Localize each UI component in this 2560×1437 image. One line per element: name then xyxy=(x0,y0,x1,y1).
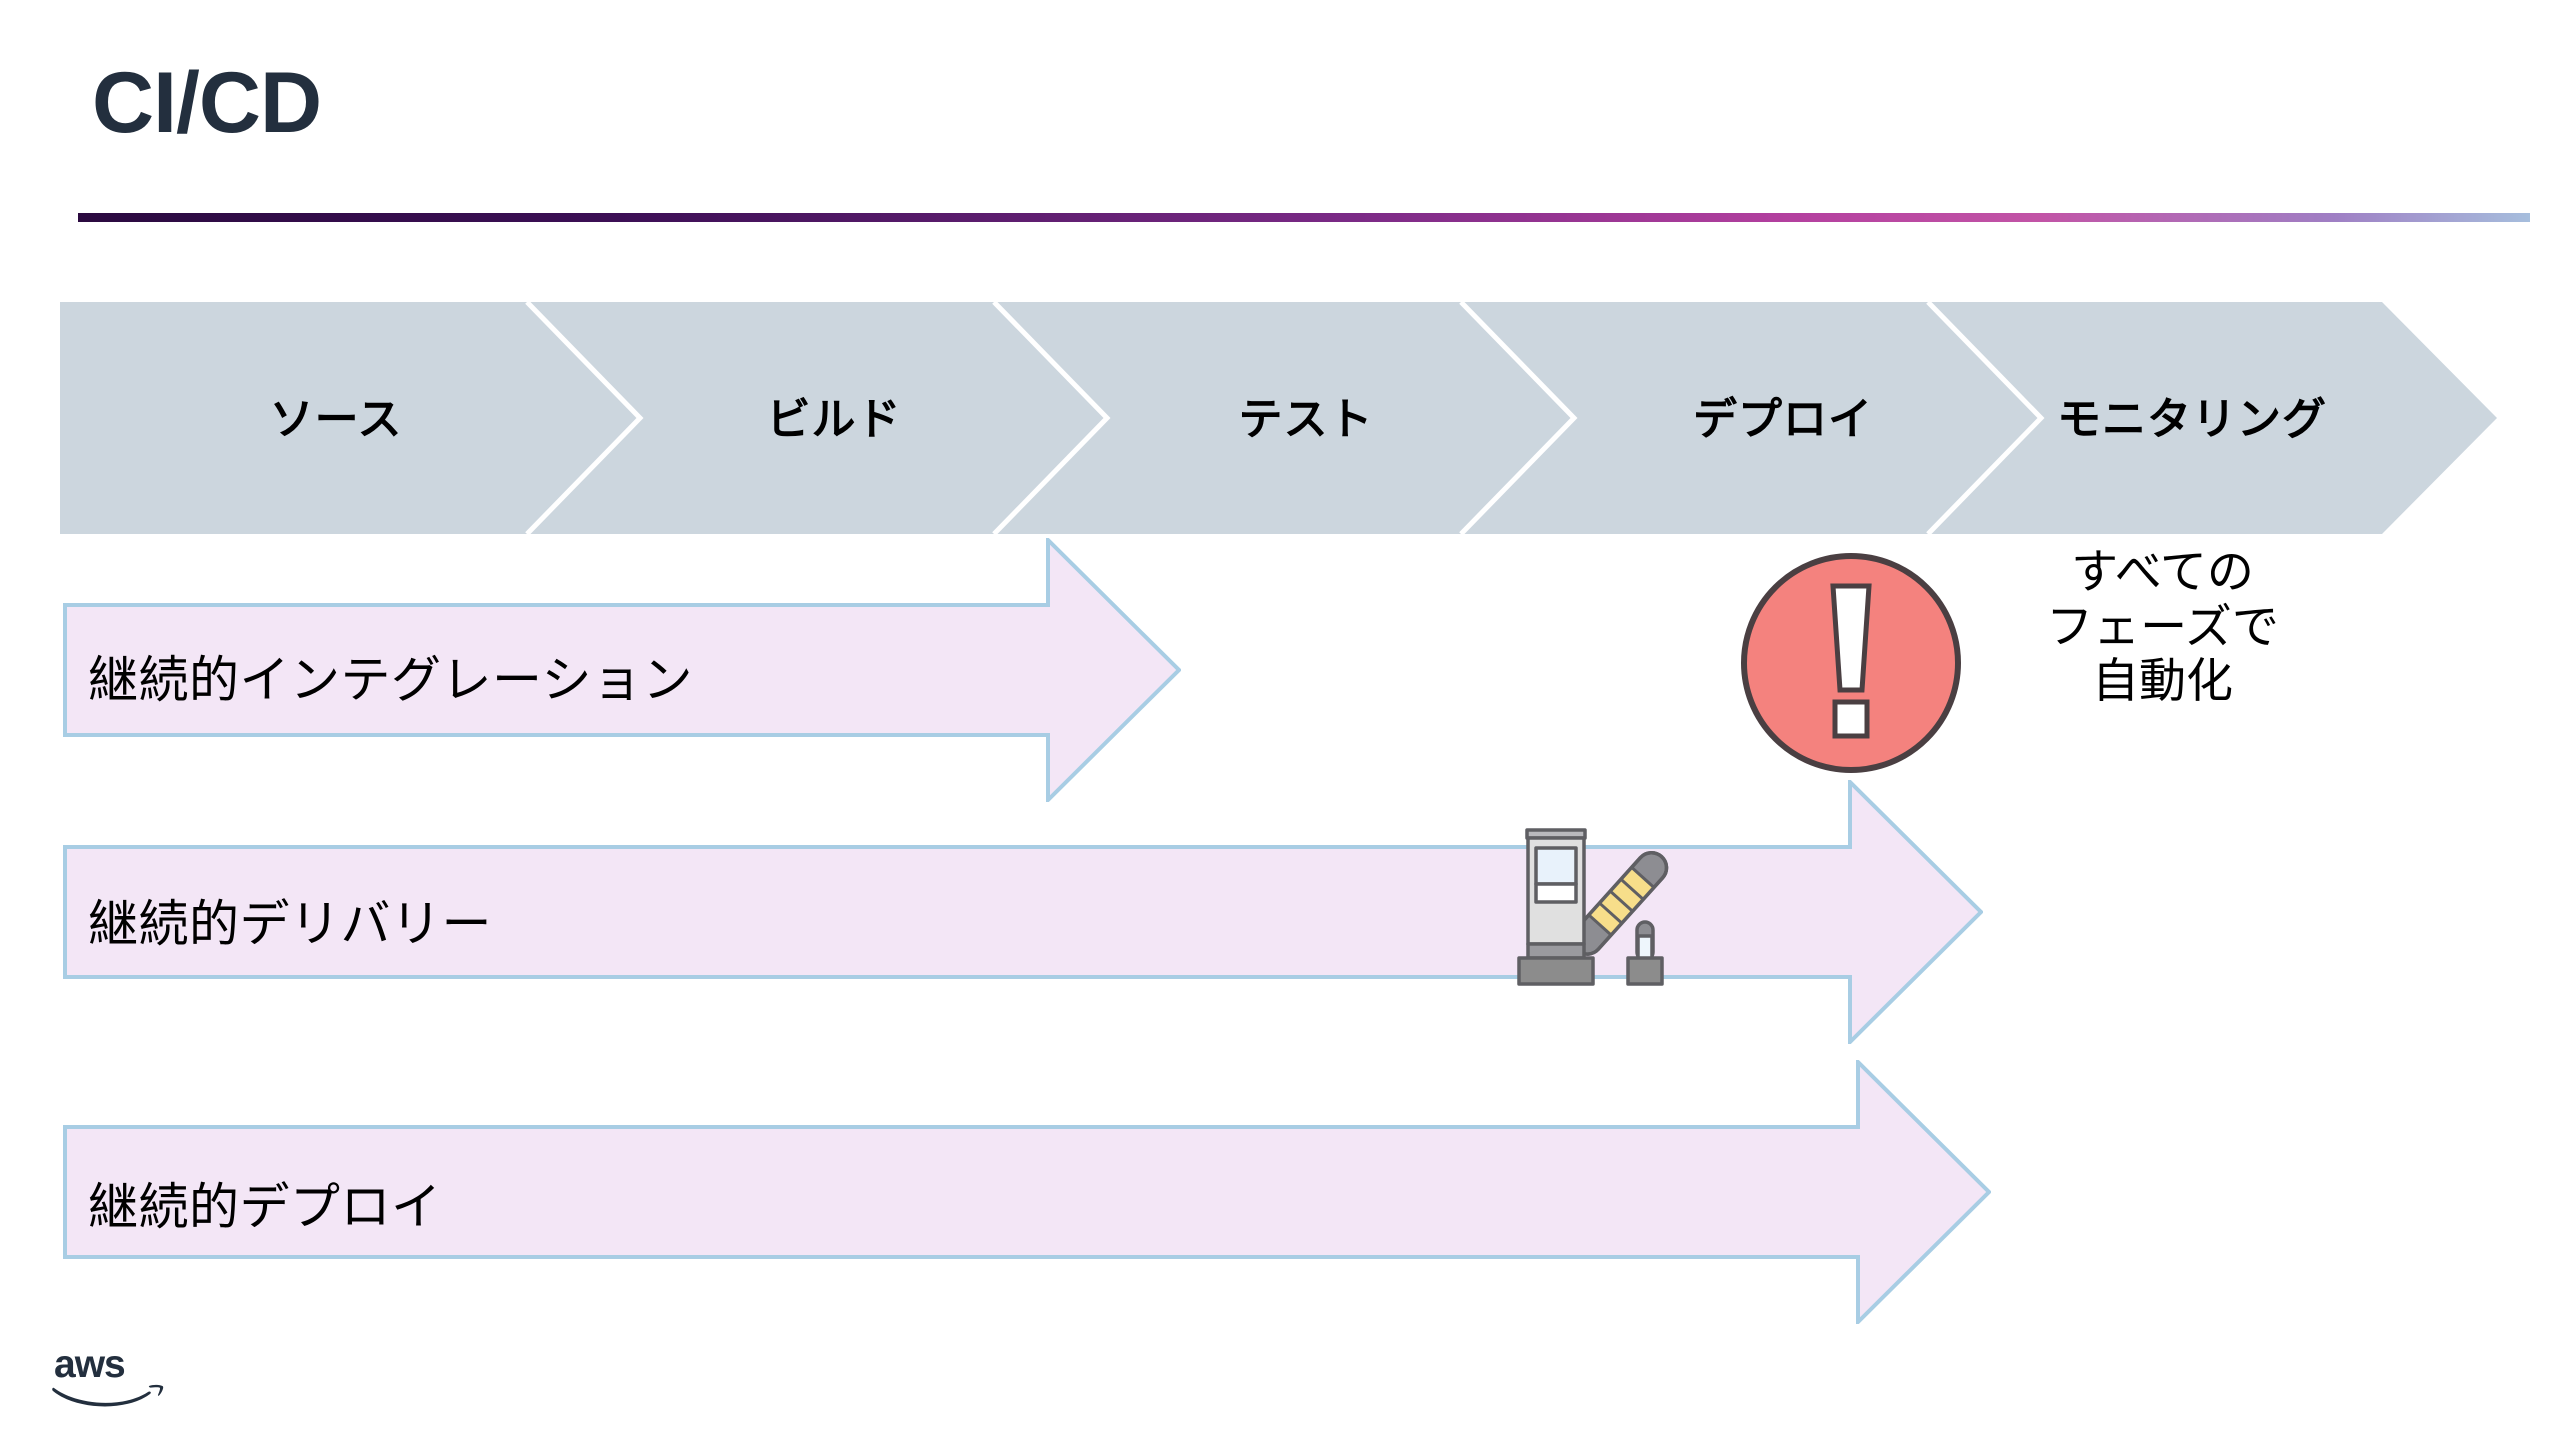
exclamation-circle-icon xyxy=(1738,550,1964,776)
phase-label-monitoring: モニタリング xyxy=(2057,395,2327,444)
page-title: CI/CD xyxy=(92,55,322,151)
aws-logo: aws xyxy=(48,1340,178,1410)
phase-label-deploy: デプロイ xyxy=(1693,395,1873,444)
phase-label-source: ソース xyxy=(269,395,403,444)
toll-gate-icon xyxy=(1512,822,1712,1028)
pipeline-phase-bar xyxy=(60,302,2497,534)
callout-line-1: すべての xyxy=(2071,545,2254,598)
callout-text: すべての フェーズで 自動化 xyxy=(1990,545,2335,709)
flow-arrow-continuous-delivery xyxy=(63,780,1983,1044)
callout-line-2: フェーズで xyxy=(2046,599,2279,653)
callout-line-3: 自動化 xyxy=(2092,654,2233,708)
flow-label-continuous-integration: 継続的インテグレーション xyxy=(88,652,693,708)
flow-arrow-continuous-integration xyxy=(63,538,1181,802)
svg-text:aws: aws xyxy=(54,1343,125,1386)
flow-arrow-continuous-deployment xyxy=(63,1060,1991,1324)
flow-label-continuous-delivery: 継続的デリバリー xyxy=(88,896,492,952)
title-underline-rule xyxy=(78,213,2530,222)
phase-label-build: ビルド xyxy=(766,395,902,444)
flow-label-continuous-deployment: 継続的デプロイ xyxy=(88,1179,442,1235)
phase-label-test: テスト xyxy=(1238,395,1374,444)
